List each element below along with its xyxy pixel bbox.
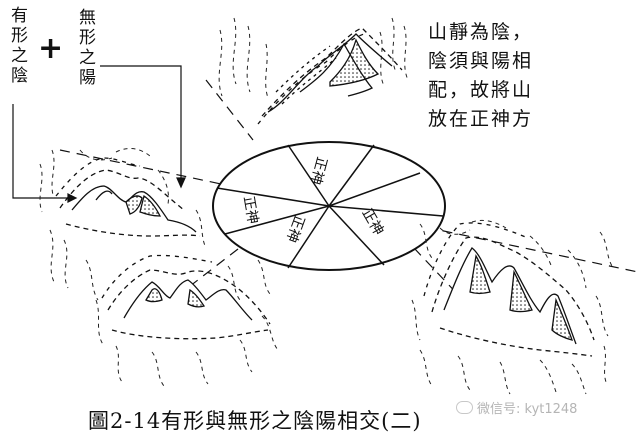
compass-divisions (216, 144, 444, 269)
mountain-bottom-left (101, 254, 271, 340)
connector-lines (12, 65, 186, 203)
compass-segment-label: 正神 (240, 195, 261, 225)
watermark-text: 微信号: kyt1248 (477, 402, 578, 417)
mountain-top-center (257, 27, 403, 125)
compass-segment-label: 正神 (307, 155, 330, 186)
watermark: 微信号: kyt1248 (456, 398, 577, 417)
mountain-right (423, 222, 595, 357)
label-invisible-form-yang: 無形之陽 (75, 8, 95, 88)
label-visible-form-yin: 有形之陰 (7, 6, 27, 86)
qi-strokes (39, 17, 613, 395)
plus-icon: + (38, 31, 64, 66)
explanation-note: 山靜為陰， 陰須與陽相 配，故將山 放在正神方 (428, 21, 534, 130)
mountain-left (55, 157, 201, 237)
wechat-icon (456, 401, 473, 414)
figure-caption: 圖2-14有形與無形之陰陽相交(二) (88, 409, 422, 433)
